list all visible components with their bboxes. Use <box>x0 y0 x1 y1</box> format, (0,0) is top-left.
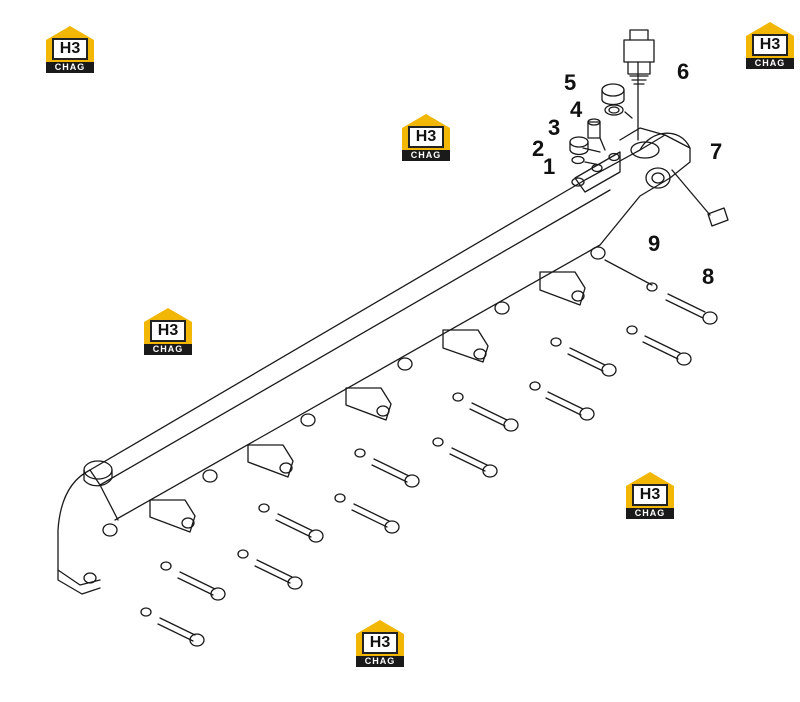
callout-1: 1 <box>543 154 556 179</box>
watermark-logo: H3 CHAG <box>744 20 796 70</box>
bolt <box>160 561 226 601</box>
fuel-rail <box>57 127 691 595</box>
bolt <box>140 607 205 647</box>
watermark-logo: H3 CHAG <box>44 24 96 74</box>
bolt <box>550 337 617 377</box>
callout-8: 8 <box>702 264 715 289</box>
bolt <box>237 549 303 590</box>
bolt <box>354 448 420 488</box>
callout-3: 3 <box>548 115 561 140</box>
watermark-logo: H3 CHAG <box>400 112 452 162</box>
top-fittings <box>569 29 729 286</box>
bolt <box>334 493 400 534</box>
callout-2: 2 <box>532 136 545 161</box>
bolt <box>626 325 692 366</box>
bolt <box>529 381 595 421</box>
bolt-8 <box>646 282 718 325</box>
callout-5: 5 <box>564 70 577 95</box>
callout-4: 4 <box>570 97 583 122</box>
watermark-logo: H3 CHAG <box>624 470 676 520</box>
callout-6: 6 <box>677 59 690 84</box>
mounting-bolts <box>140 282 718 647</box>
bolt <box>258 503 324 543</box>
callout-7: 7 <box>710 139 723 164</box>
bolt <box>432 437 498 478</box>
mounting-bosses <box>83 246 606 584</box>
watermark-logo: H3 CHAG <box>354 618 406 668</box>
bolt <box>452 392 519 432</box>
callout-9: 9 <box>648 231 661 256</box>
watermark-logo: H3 CHAG <box>142 306 194 356</box>
